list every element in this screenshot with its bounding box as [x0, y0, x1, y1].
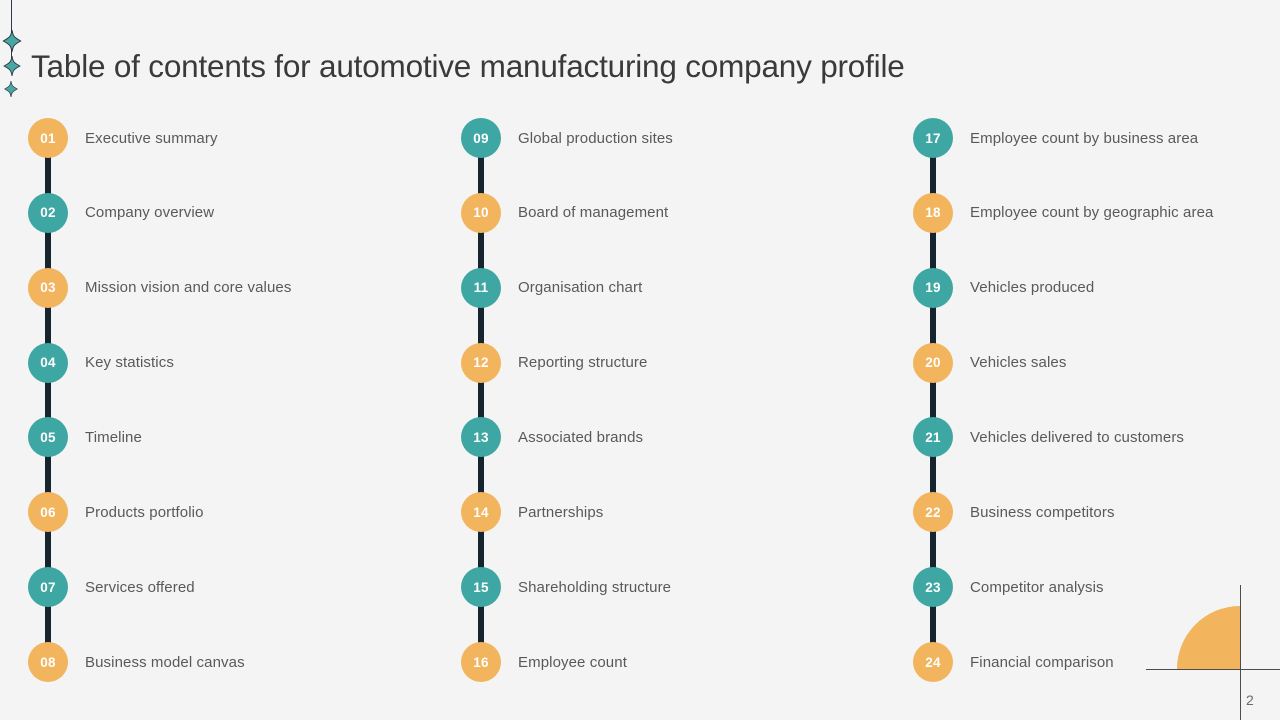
item-label: Partnerships: [518, 503, 604, 521]
item-label: Company overview: [85, 204, 215, 222]
item-label: Global production sites: [518, 129, 673, 147]
item-number-badge: 12: [461, 342, 501, 383]
item-number-badge: 18: [913, 192, 953, 233]
item-number-badge: 23: [913, 567, 953, 608]
item-number-badge: 09: [461, 118, 501, 159]
item-number-badge: 14: [461, 492, 501, 533]
item-label: Organisation chart: [518, 279, 643, 297]
item-label: Employee count by business area: [970, 129, 1199, 147]
item-label: Financial comparison: [970, 653, 1114, 671]
toc-item: 23 Competitor analysis: [913, 550, 1280, 625]
toc-item: 09 Global production sites: [461, 101, 881, 176]
toc-item: 05 Timeline: [28, 400, 448, 475]
item-label: Employee count: [518, 653, 627, 671]
page-title: Table of contents for automotive manufac…: [31, 48, 905, 85]
item-number-badge: 21: [913, 417, 953, 458]
toc-item: 04 Key statistics: [28, 325, 448, 400]
item-number-badge: 05: [28, 417, 68, 458]
toc-item: 06 Products portfolio: [28, 475, 448, 550]
toc-item: 07 Services offered: [28, 550, 448, 625]
toc-item: 01 Executive summary: [28, 101, 448, 176]
bottom-right-horizontal-line: [1146, 669, 1280, 670]
item-number-badge: 08: [28, 642, 68, 683]
item-label: Employee count by geographic area: [970, 204, 1214, 222]
toc-item: 13 Associated brands: [461, 400, 881, 475]
toc-column-3: 17 Employee count by business area 18 Em…: [913, 101, 1280, 700]
item-number-badge: 22: [913, 492, 953, 533]
item-label: Business model canvas: [85, 653, 245, 671]
sparkle-icon: [3, 81, 19, 97]
item-number-badge: 02: [28, 192, 68, 233]
item-label: Associated brands: [518, 428, 644, 446]
item-label: Executive summary: [85, 129, 218, 147]
item-number-badge: 19: [913, 267, 953, 308]
item-label: Vehicles sales: [970, 354, 1067, 372]
item-number-badge: 24: [913, 642, 953, 683]
toc-item: 15 Shareholding structure: [461, 550, 881, 625]
item-label: Timeline: [85, 428, 142, 446]
bottom-right-vertical-line: [1240, 585, 1241, 720]
item-number-badge: 17: [913, 118, 953, 159]
column-connector-line: [478, 137, 484, 662]
item-label: Services offered: [85, 578, 195, 596]
toc-item: 02 Company overview: [28, 175, 448, 250]
item-label: Shareholding structure: [518, 578, 672, 596]
item-number-badge: 15: [461, 567, 501, 608]
item-number-badge: 04: [28, 342, 68, 383]
toc-item: 17 Employee count by business area: [913, 101, 1280, 176]
column-connector-line: [930, 137, 936, 662]
item-number-badge: 10: [461, 192, 501, 233]
item-label: Products portfolio: [85, 503, 204, 521]
item-number-badge: 11: [461, 267, 501, 308]
item-label: Vehicles delivered to customers: [970, 428, 1185, 446]
toc-item: 20 Vehicles sales: [913, 325, 1280, 400]
sparkle-icon: [2, 56, 22, 76]
toc-item: 19 Vehicles produced: [913, 250, 1280, 325]
toc-item: 24 Financial comparison: [913, 625, 1280, 700]
toc-item: 22 Business competitors: [913, 475, 1280, 550]
toc-column-1: 01 Executive summary 02 Company overview…: [28, 101, 448, 700]
item-number-badge: 03: [28, 267, 68, 308]
item-number-badge: 20: [913, 342, 953, 383]
item-number-badge: 07: [28, 567, 68, 608]
item-number-badge: 16: [461, 642, 501, 683]
column-connector-line: [45, 137, 51, 662]
item-number-badge: 13: [461, 417, 501, 458]
toc-item: 18 Employee count by geographic area: [913, 175, 1280, 250]
item-number-badge: 01: [28, 118, 68, 159]
sparkle-icon: [1, 30, 23, 52]
toc-item: 11 Organisation chart: [461, 250, 881, 325]
item-label: Key statistics: [85, 354, 174, 372]
toc-column-2: 09 Global production sites 10 Board of m…: [461, 101, 881, 700]
item-label: Competitor analysis: [970, 578, 1104, 596]
toc-item: 21 Vehicles delivered to customers: [913, 400, 1280, 475]
toc-item: 08 Business model canvas: [28, 625, 448, 700]
item-label: Mission vision and core values: [85, 279, 292, 297]
page-number: 2: [1246, 692, 1254, 708]
item-label: Board of management: [518, 204, 669, 222]
item-label: Business competitors: [970, 503, 1115, 521]
toc-item: 14 Partnerships: [461, 475, 881, 550]
item-label: Reporting structure: [518, 354, 648, 372]
item-label: Vehicles produced: [970, 279, 1095, 297]
item-number-badge: 06: [28, 492, 68, 533]
toc-item: 16 Employee count: [461, 625, 881, 700]
toc-item: 12 Reporting structure: [461, 325, 881, 400]
toc-item: 03 Mission vision and core values: [28, 250, 448, 325]
toc-item: 10 Board of management: [461, 175, 881, 250]
